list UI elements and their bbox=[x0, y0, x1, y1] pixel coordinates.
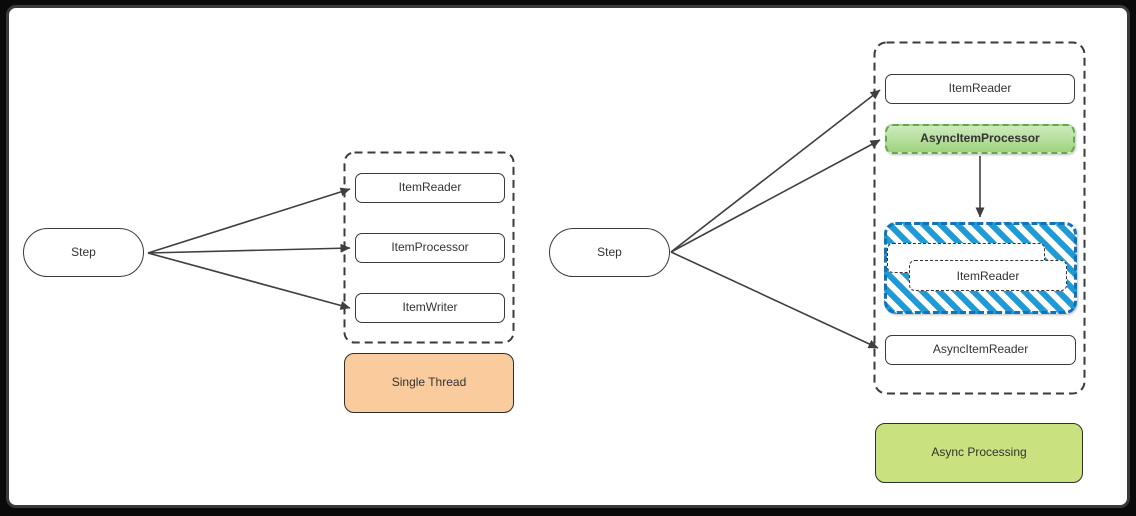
single-thread-label: Single Thread bbox=[391, 375, 467, 390]
single-thread-caption: Single Thread bbox=[344, 353, 514, 413]
item-reader-label: ItemReader bbox=[398, 180, 462, 195]
async-item-processor-label: AsyncItemProcessor bbox=[920, 131, 1040, 146]
item-writer-box: ItemWriter bbox=[355, 293, 505, 323]
step-node-left: Step bbox=[23, 228, 144, 277]
item-processor-box: ItemProcessor bbox=[355, 233, 505, 263]
step-node-right: Step bbox=[549, 228, 670, 277]
item-processor-label: ItemProcessor bbox=[391, 240, 469, 255]
async-item-reader-label: AsyncItemReader bbox=[932, 342, 1029, 357]
item-reader-box: ItemReader bbox=[355, 173, 505, 203]
async-item-processor-box: AsyncItemProcessor bbox=[885, 124, 1075, 154]
async-item-reader-box: AsyncItemReader bbox=[885, 335, 1076, 365]
item-reader-label: ItemReader bbox=[956, 268, 1020, 283]
async-processing-label: Async Processing bbox=[931, 445, 1027, 460]
async-processing-caption: Async Processing bbox=[875, 423, 1083, 483]
stacked-item-reader-front: ItemReader bbox=[909, 260, 1067, 291]
item-reader-box-right: ItemReader bbox=[885, 74, 1075, 104]
step-label: Step bbox=[597, 244, 622, 259]
item-reader-label: ItemReader bbox=[948, 81, 1012, 96]
step-label: Step bbox=[71, 244, 96, 259]
item-writer-label: ItemWriter bbox=[402, 300, 458, 315]
